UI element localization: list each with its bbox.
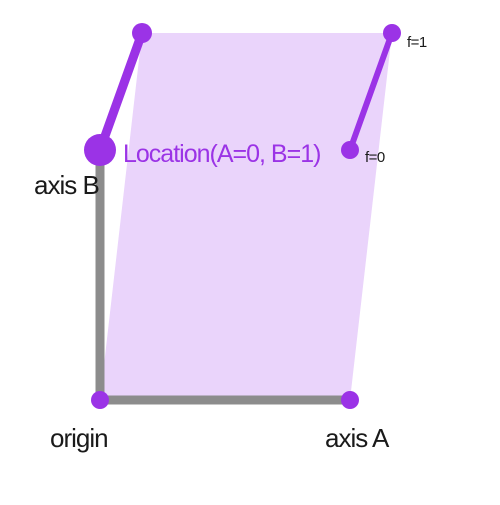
location-offset-bar bbox=[95, 28, 147, 155]
axis-a-label: axis A bbox=[325, 423, 390, 453]
top-left-point bbox=[132, 23, 152, 43]
location-point bbox=[84, 134, 116, 166]
origin-point bbox=[91, 391, 109, 409]
axis-a-point bbox=[341, 391, 359, 409]
location-label: Location(A=0, B=1) bbox=[123, 140, 320, 168]
f0-point bbox=[341, 141, 359, 159]
f1-point bbox=[383, 24, 401, 42]
f-offset-bar bbox=[347, 30, 395, 153]
f1-label: f=1 bbox=[407, 34, 427, 51]
shaded-region bbox=[100, 33, 392, 400]
origin-label: origin bbox=[50, 423, 108, 453]
axis-b-label: axis B bbox=[34, 170, 99, 200]
f0-label: f=0 bbox=[365, 149, 385, 166]
